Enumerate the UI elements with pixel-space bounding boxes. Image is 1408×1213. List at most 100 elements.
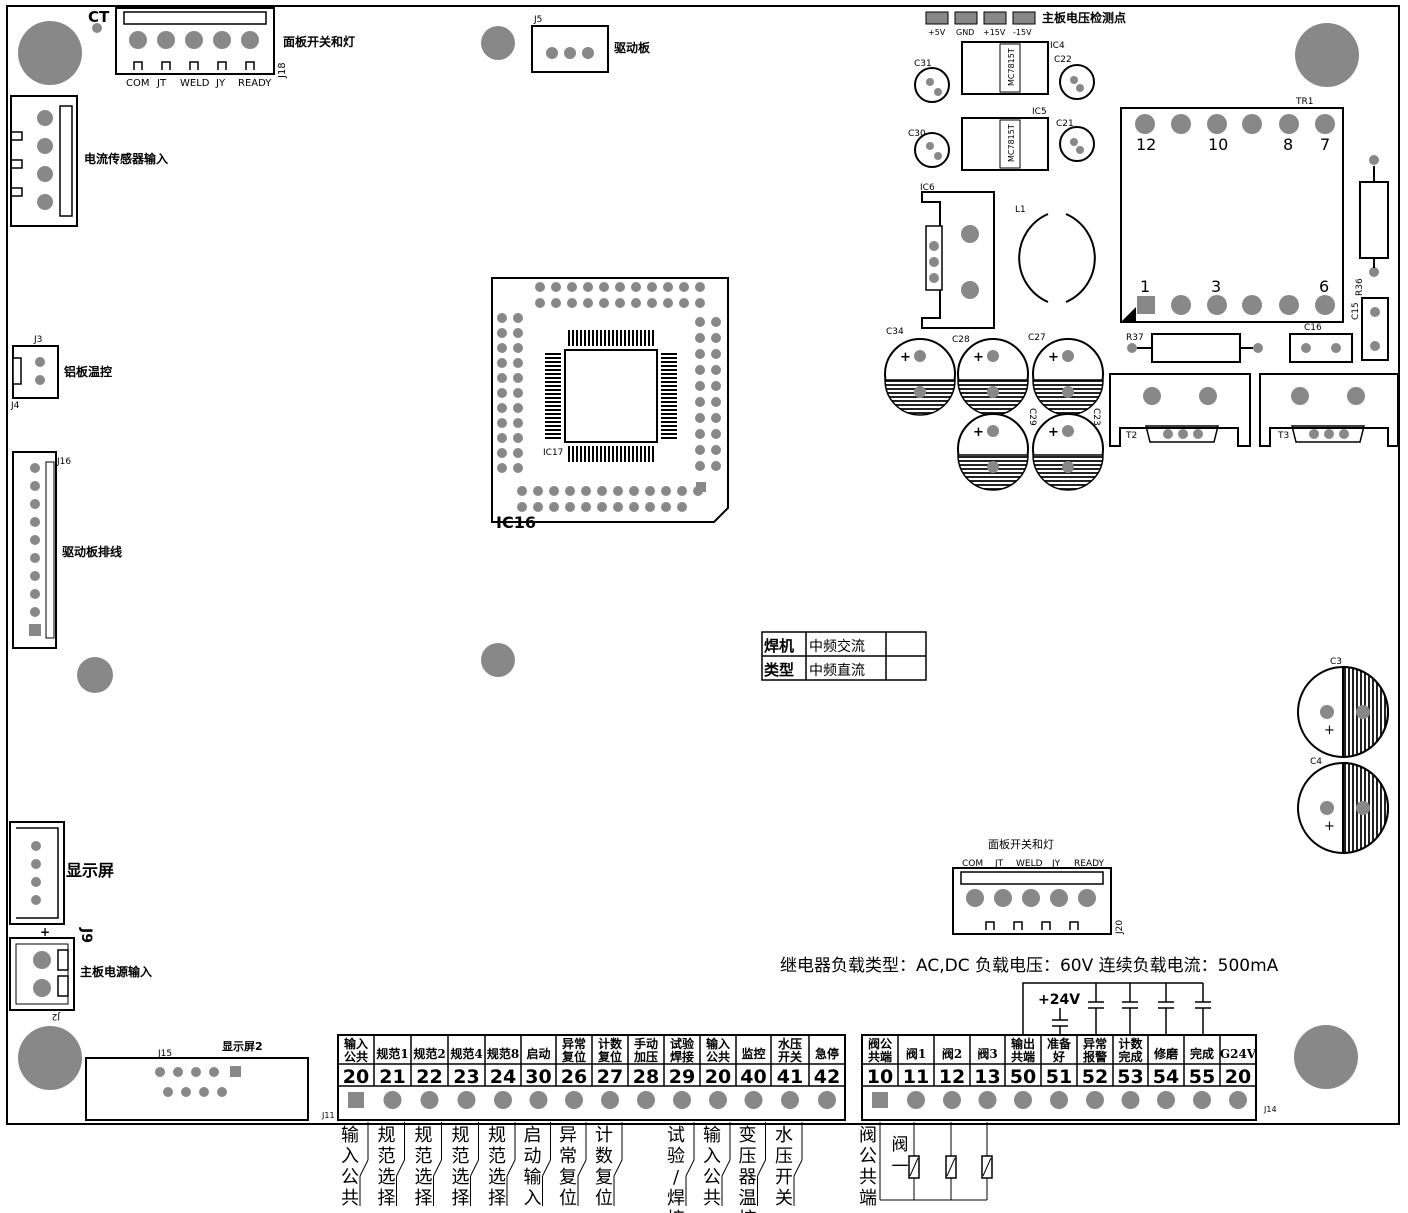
- c22-ref: C22: [1054, 55, 1072, 65]
- c23-ref: C23: [1091, 408, 1101, 426]
- terminal-wire-label: 压: [775, 1146, 793, 1167]
- c29-ref: C29: [1027, 408, 1037, 426]
- terminal-header: 阀2: [942, 1047, 962, 1061]
- ic6-regulator: [921, 191, 995, 329]
- terminal-header: 输出: [1011, 1036, 1035, 1051]
- j14-ref: J14: [1263, 1105, 1277, 1114]
- terminal-pin: [709, 1091, 727, 1109]
- terminal-wire-label: 规: [488, 1125, 506, 1146]
- tr1-ref: TR1: [1295, 97, 1313, 107]
- j2-ref: J2: [52, 1011, 61, 1021]
- terminal-header: 阀公: [868, 1037, 892, 1051]
- valve-coil-mark: [909, 1157, 919, 1177]
- terminal-number: 10: [867, 1066, 893, 1088]
- terminal-header: 共端: [868, 1049, 892, 1064]
- terminal-pin: [1050, 1091, 1068, 1109]
- type-table-value: 中频交流: [809, 638, 865, 655]
- c15-ref: C15: [1351, 302, 1361, 320]
- c27-capacitor: +: [1032, 338, 1104, 416]
- ic4-ref: IC4: [1050, 41, 1065, 51]
- terminal-wire-label: 择: [378, 1188, 396, 1209]
- j18-pin-label: WELD: [180, 78, 210, 89]
- ic4-part: MC7815T: [1007, 48, 1016, 86]
- terminal-wire-label: 器: [739, 1167, 757, 1188]
- terminal-wire-label: 公: [703, 1167, 721, 1188]
- terminal-header: 复位: [561, 1049, 586, 1064]
- terminal-wire-label: 规: [452, 1125, 470, 1146]
- terminal-number: 11: [903, 1066, 929, 1088]
- terminal-pin: [529, 1091, 548, 1109]
- c27-ref: C27: [1028, 333, 1046, 343]
- c3-capacitor: [1297, 665, 1389, 759]
- mounting-holes: [18, 21, 1359, 1090]
- j5-label: 驱动板: [614, 40, 651, 55]
- type-table: [761, 631, 927, 681]
- current-sensor-connector: [10, 95, 78, 227]
- ic5-ref: IC5: [1032, 107, 1047, 117]
- j4-ref: J4: [10, 401, 20, 411]
- terminal-pin: [348, 1092, 364, 1108]
- terminal-wire-label: 动: [524, 1146, 542, 1167]
- j16-ref: J16: [56, 457, 71, 467]
- terminal-header: 异常: [1083, 1036, 1107, 1051]
- terminal-header: 急停: [815, 1046, 839, 1061]
- terminal-wire-label: 位: [559, 1188, 577, 1209]
- test-point-label: -15V: [1013, 28, 1032, 37]
- terminal-wire-label: 输: [524, 1167, 542, 1188]
- terminal-header: 计数: [1118, 1036, 1143, 1051]
- t2-ref: T2: [1125, 431, 1137, 441]
- valve-1-label: 一: [892, 1157, 909, 1177]
- ic4-regulator: [961, 41, 1049, 95]
- valve-common-label: 共: [859, 1167, 877, 1188]
- terminal-header: 报警: [1083, 1049, 1107, 1064]
- test-point-label: +5V: [928, 28, 946, 37]
- c4-ref: C4: [1310, 757, 1322, 767]
- t3-connector: [1259, 373, 1399, 447]
- ic17-ref: IC17: [543, 448, 563, 458]
- terminal-pin: [420, 1091, 439, 1109]
- terminal-header: 阀1: [906, 1047, 926, 1061]
- terminal-wire-label: 选: [452, 1167, 470, 1188]
- tr1-pin: 12: [1136, 135, 1156, 154]
- terminal-header: 计数: [598, 1036, 623, 1051]
- terminal-pin: [565, 1091, 583, 1109]
- terminal-header: 准备: [1047, 1036, 1072, 1051]
- terminal-number: 28: [633, 1066, 659, 1088]
- terminal-pin: [818, 1091, 836, 1109]
- j20-connector: [952, 867, 1112, 935]
- c31-ref: C31: [914, 59, 932, 69]
- r37-ref: R37: [1126, 333, 1144, 343]
- terminal-number: 30: [525, 1066, 551, 1088]
- r37-resistor: [1127, 333, 1263, 363]
- c34-ref: C34: [886, 327, 904, 337]
- terminal-wire-label: 输: [341, 1125, 359, 1146]
- tr1-pin: 8: [1283, 135, 1293, 154]
- terminal-wire-label: /: [673, 1167, 680, 1188]
- terminal-pin: [978, 1091, 997, 1109]
- terminal-wire-label: 验: [667, 1146, 685, 1167]
- j2-label: 主板电源输入: [80, 964, 152, 979]
- terminal-wire-label: 共: [703, 1188, 721, 1209]
- terminal-header: G24V: [1220, 1047, 1257, 1061]
- terminal-header: 水压: [778, 1036, 802, 1051]
- j9-connector: [9, 821, 65, 925]
- valve-common-label: 端: [859, 1188, 877, 1209]
- c28-ref: C28: [952, 335, 970, 345]
- terminal-pin: [781, 1091, 799, 1109]
- terminal-header: 加压: [633, 1049, 658, 1064]
- terminal-wire-label: 复: [559, 1167, 577, 1188]
- terminal-number: 51: [1046, 1066, 1072, 1088]
- j14-terminal-block: 阀公共端10阀111阀212阀313输出共端50准备好51异常报警52计数完成5…: [859, 1034, 1257, 1209]
- terminal-header: 输入: [344, 1036, 368, 1051]
- terminal-wire-label: 共: [341, 1188, 359, 1209]
- terminal-header: 公共: [706, 1049, 730, 1064]
- terminal-header: 完成: [1190, 1046, 1214, 1061]
- terminal-wire-label: 择: [488, 1188, 506, 1209]
- terminal-wire-label: 规: [378, 1125, 396, 1146]
- terminal-number: 41: [777, 1066, 803, 1088]
- current-sensor-label: 电流传感器输入: [84, 151, 168, 166]
- c16-capacitor: [1289, 333, 1353, 363]
- capacitor-network: [1022, 982, 1211, 1040]
- terminal-header: 阀3: [977, 1047, 997, 1061]
